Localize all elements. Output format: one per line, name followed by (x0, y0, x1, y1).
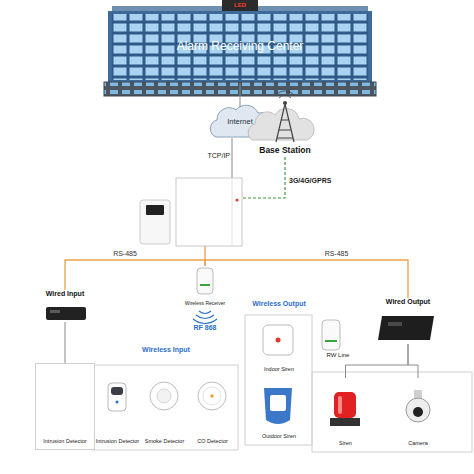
wire-connector (65, 322, 66, 363)
co-body (198, 382, 226, 410)
node-text: Wired Output (386, 298, 430, 306)
group-node: Wireless InputIntrusion Detector Smoke De… (92, 346, 240, 450)
node-text: Wired Input (46, 290, 84, 298)
node-text: Wireless Output (252, 300, 306, 308)
smoke-body (150, 382, 178, 410)
tcpip-link (232, 138, 233, 178)
module-detail (388, 322, 402, 326)
smoke-grille (157, 389, 171, 403)
tower-signal (276, 91, 294, 98)
camera-icon (406, 390, 430, 422)
detector-node: CO Detector (189, 368, 236, 448)
module-detail (50, 310, 60, 313)
node-text: Siren (339, 440, 352, 446)
rw-led (325, 340, 337, 342)
group-frame (312, 372, 472, 452)
wire-connector (65, 260, 205, 290)
sign-text: LED (222, 2, 258, 9)
panel-led (236, 199, 239, 202)
base-station-illustration (248, 91, 314, 142)
siren-led (276, 338, 281, 343)
tower-node: Base Station (245, 100, 325, 155)
protocol-label: TCP/IP (196, 152, 230, 160)
keypad-screen (146, 205, 164, 215)
keypad (140, 200, 170, 244)
siren-shine (338, 396, 342, 414)
siren-icon (330, 392, 360, 426)
detector-node: Intrusion Detector (95, 368, 140, 448)
building-illustration (104, 0, 376, 96)
node-text: Intrusion Detector (43, 438, 86, 444)
building-node: Alarm Receiving Center (110, 11, 370, 83)
device-node: Wireless Receiver (170, 266, 240, 306)
node-text: Internet (227, 118, 252, 126)
siren-node: Indoor Siren (248, 318, 310, 372)
frequency-label: RF 868 (180, 324, 230, 332)
device-node: Wired Output (372, 298, 444, 344)
detector-node: Smoke Detector (142, 368, 187, 448)
protocol-label: 3G/4G/GPRS (289, 177, 349, 185)
tower-antenna (283, 101, 287, 105)
led-sign (222, 0, 258, 11)
indoor-siren-icon (263, 325, 293, 355)
co-icon (198, 382, 226, 410)
wire-connector (346, 344, 409, 378)
output-module (378, 316, 434, 340)
bus-label: RS-485 (325, 250, 349, 258)
building-base (104, 82, 376, 96)
node-text: Base Station (259, 146, 311, 155)
node-text: Camera (408, 440, 428, 446)
rw-plug (322, 320, 340, 350)
panel-door (232, 178, 233, 246)
siren-dome (334, 392, 356, 418)
group-frame (245, 315, 312, 445)
control-panel-illustration (140, 178, 242, 246)
node-text: Alarm Receiving Center (177, 40, 304, 53)
bus-label: RS-485 (113, 250, 137, 258)
group-frame (92, 365, 238, 450)
co-ring (203, 387, 221, 405)
tower-frame (276, 104, 294, 142)
camera-dome (406, 398, 430, 422)
input-module (46, 307, 86, 320)
camera-lens (413, 407, 423, 417)
receiver-plug (197, 268, 213, 294)
siren-node: Siren (318, 378, 373, 450)
receiver-led (200, 284, 210, 286)
building-body (108, 11, 372, 83)
node-text: Indoor Siren (264, 366, 294, 372)
base-station-cloud (248, 109, 314, 140)
cloud-node: Internet (210, 107, 270, 137)
group-node: Wireless OutputIndoor SirenOutdoor Siren (244, 300, 314, 448)
node-text: Outdoor Siren (262, 433, 296, 439)
radio-waves (193, 311, 217, 324)
bus-drop (204, 246, 205, 260)
control-panel (176, 178, 242, 246)
outdoor-siren-icon (264, 388, 292, 424)
device-node: Wired Input (25, 290, 105, 322)
line-label: RW Line (316, 352, 360, 359)
camera-node: Camera (388, 378, 448, 450)
siren-node: Outdoor Siren (248, 380, 310, 442)
wire-connector (205, 260, 408, 298)
detector-box: Intrusion Detector (35, 363, 95, 450)
cellular-link (242, 157, 285, 198)
camera-mount (414, 390, 422, 398)
building-windows (112, 14, 368, 80)
wire-connector (408, 344, 418, 378)
node-text: Smoke Detector (145, 438, 184, 444)
node-text: Wireless Receiver (185, 301, 225, 307)
siren-base (330, 418, 360, 426)
outdoor-siren-face (270, 395, 286, 411)
node-text: Intrusion Detector (96, 438, 139, 444)
node-text: CO Detector (197, 438, 228, 444)
smoke-icon (150, 382, 178, 410)
node-text: Wireless Input (142, 346, 190, 354)
pir-icon (108, 383, 126, 411)
co-led (210, 394, 214, 398)
wire-connector (240, 83, 241, 107)
